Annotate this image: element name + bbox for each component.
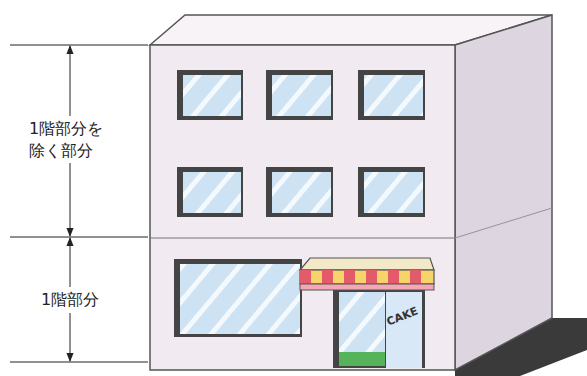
dimension-label: 1階部分 [38, 287, 102, 313]
dimension-lines [10, 45, 148, 362]
door-mat [339, 352, 385, 366]
front-face [150, 45, 455, 370]
awning [300, 258, 434, 290]
upper-windows [177, 70, 425, 217]
door-sign-panel [386, 292, 422, 368]
door-frame [333, 288, 425, 368]
side-face [455, 15, 552, 370]
shop-window-frame [174, 259, 302, 337]
floor-line-side [455, 208, 552, 238]
dimension-label: 1階部分を 除く部分 [26, 116, 114, 163]
shop-window [180, 264, 300, 334]
floor-line [150, 237, 455, 238]
door-glass [339, 292, 385, 352]
